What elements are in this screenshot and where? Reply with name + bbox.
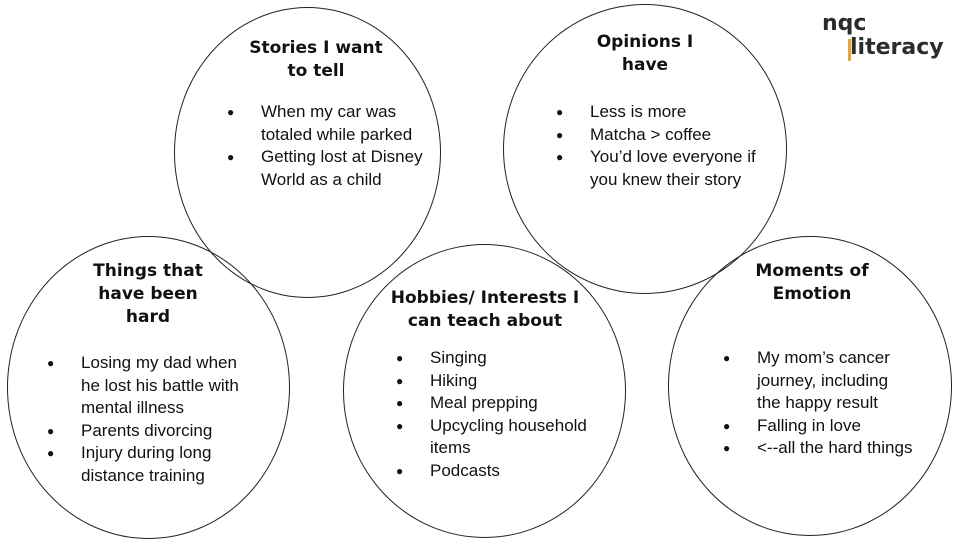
- list-item: Hiking: [396, 370, 606, 393]
- circle-title-things-hard: Things that have been hard: [93, 261, 203, 327]
- list-item: Meal prepping: [396, 392, 606, 415]
- logo-line-2: literacy: [848, 35, 944, 61]
- list-item: Getting lost at Disney World as a child: [227, 146, 427, 191]
- circle-title-opinions: Opinions I have: [596, 32, 694, 75]
- list-item: You’d love everyone if you knew their st…: [556, 146, 766, 191]
- circle-things-hard: [7, 236, 290, 539]
- circle-moments: [668, 236, 952, 536]
- list-item: Falling in love: [723, 415, 913, 438]
- bullet-list-stories: When my car was totaled while parked Get…: [227, 101, 427, 191]
- circle-title-moments: Moments of Emotion: [755, 261, 869, 304]
- list-item: Matcha > coffee: [556, 124, 766, 147]
- bullet-list-moments: My mom’s cancer journey, including the h…: [723, 347, 913, 460]
- logo-accent-bar: [848, 39, 851, 61]
- list-item: <--all the hard things: [723, 437, 913, 460]
- logo-line-1: nqc: [822, 11, 867, 36]
- circle-opinions: [503, 4, 787, 294]
- circle-stories: [174, 7, 441, 298]
- list-item: Singing: [396, 347, 606, 370]
- list-item: Less is more: [556, 101, 766, 124]
- circle-hobbies: [343, 244, 626, 538]
- nqc-literacy-logo: nqc literacy: [822, 11, 944, 61]
- list-item: Losing my dad when he lost his battle wi…: [47, 352, 247, 420]
- bullet-list-opinions: Less is more Matcha > coffee You’d love …: [556, 101, 766, 191]
- bullet-list-hobbies: Singing Hiking Meal prepping Upcycling h…: [396, 347, 606, 482]
- list-item: My mom’s cancer journey, including the h…: [723, 347, 913, 415]
- list-item: Injury during long distance training: [47, 442, 247, 487]
- circle-title-hobbies: Hobbies/ Interests I can teach about: [390, 288, 580, 331]
- list-item: Parents divorcing: [47, 420, 247, 443]
- circle-title-stories: Stories I want to tell: [249, 38, 383, 81]
- logo-line-2-text: literacy: [850, 35, 944, 60]
- list-item: When my car was totaled while parked: [227, 101, 427, 146]
- list-item: Upcycling household items: [396, 415, 606, 460]
- list-item: Podcasts: [396, 460, 606, 483]
- bullet-list-things-hard: Losing my dad when he lost his battle wi…: [47, 352, 247, 487]
